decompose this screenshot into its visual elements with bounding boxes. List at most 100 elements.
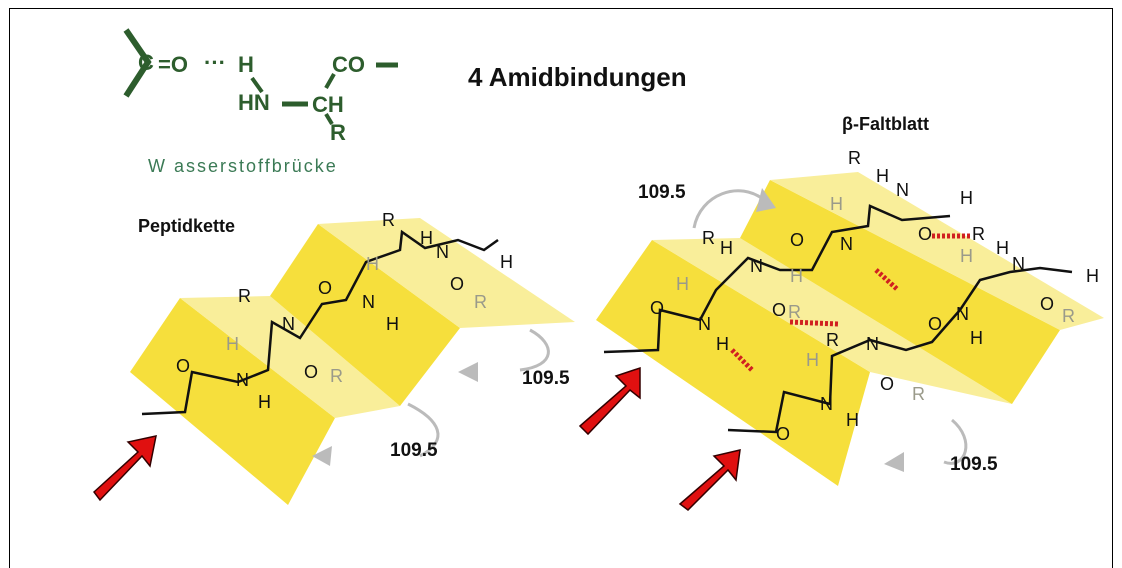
rs-h6: H bbox=[876, 166, 889, 186]
formula-c: C bbox=[138, 50, 154, 75]
hbond-2 bbox=[789, 319, 839, 327]
atom-o3: O bbox=[318, 278, 332, 298]
atom-n: N bbox=[236, 370, 249, 390]
formula-hn: HN bbox=[238, 90, 270, 115]
atom-h-grey: H bbox=[226, 334, 239, 354]
rs-h9: H bbox=[806, 350, 819, 370]
rotation-arrowhead-1 bbox=[312, 446, 332, 466]
carbon-bonds bbox=[123, 28, 152, 98]
rotation-arrowhead-3 bbox=[756, 188, 776, 212]
formula-ch: CH bbox=[312, 92, 344, 117]
rs-o4: O bbox=[918, 224, 932, 244]
rotation-arrowhead-2 bbox=[458, 362, 478, 382]
rs-o6: O bbox=[880, 374, 894, 394]
rs-h10: H bbox=[970, 328, 983, 348]
peptide-chain-label: Peptidkette bbox=[138, 216, 235, 236]
formula-h: H bbox=[238, 52, 254, 77]
arrow-left bbox=[92, 435, 157, 502]
figure-frame bbox=[9, 8, 1113, 568]
angle-label-4: 109.5 bbox=[950, 454, 998, 475]
atom-n4: N bbox=[436, 242, 449, 262]
hydrogen-bridge-label: W asserstoffbrücke bbox=[148, 156, 338, 176]
rs-r2: R bbox=[788, 302, 801, 322]
rs-r1: R bbox=[702, 228, 715, 248]
rs-r4: R bbox=[826, 330, 839, 350]
rs-h7: H bbox=[960, 188, 973, 208]
rs-n5: N bbox=[820, 394, 833, 414]
rs-n7: N bbox=[956, 304, 969, 324]
backbone-right-2 bbox=[727, 266, 1073, 434]
rs-n3: N bbox=[840, 234, 853, 254]
rs-h4: H bbox=[790, 266, 803, 286]
atom-o2: O bbox=[304, 362, 318, 382]
rs-o7: O bbox=[928, 314, 942, 334]
formula-co: CO bbox=[332, 52, 365, 77]
atom-n3: N bbox=[362, 292, 375, 312]
rs-h13: H bbox=[1086, 266, 1099, 286]
rs-o1: O bbox=[650, 298, 664, 318]
beta-sheet-label: β-Faltblatt bbox=[842, 114, 929, 134]
beta-sheet-diagram: O N H R H H N O H R O N R H H N O H O N … bbox=[578, 148, 1104, 511]
atom-r-grey: R bbox=[330, 366, 343, 386]
atom-n2: N bbox=[282, 314, 295, 334]
rotation-arrow-2 bbox=[519, 328, 550, 372]
rs-r3: R bbox=[848, 148, 861, 168]
sheet-plane-1 bbox=[596, 240, 870, 486]
rs-n6: N bbox=[866, 334, 879, 354]
cr-bond bbox=[324, 112, 334, 126]
angle-label-1: 109.5 bbox=[390, 440, 438, 461]
atom-o: O bbox=[176, 356, 190, 376]
sheet-plane-1-side bbox=[652, 238, 1012, 404]
rs-h12: H bbox=[996, 238, 1009, 258]
rs-h11: H bbox=[960, 246, 973, 266]
rotation-arrowhead-4 bbox=[884, 452, 904, 472]
cc-bond bbox=[324, 73, 336, 89]
peptide-chain-diagram: O N H R H N O R O N H R H H N O H R 109.… bbox=[92, 210, 575, 505]
rotation-arrow-1 bbox=[407, 402, 440, 458]
rs-h1: H bbox=[716, 334, 729, 354]
rs-h5: H bbox=[830, 194, 843, 214]
atom-h6: H bbox=[500, 252, 513, 272]
atom-h: H bbox=[258, 392, 271, 412]
atom-r: R bbox=[238, 286, 251, 306]
rs-n8: N bbox=[1012, 254, 1025, 274]
rs-o3: O bbox=[790, 230, 804, 250]
backbone-right-1 bbox=[603, 204, 951, 354]
rs-r6: R bbox=[972, 224, 985, 244]
main-title: 4 Amidbindungen bbox=[468, 62, 687, 92]
rs-n4: N bbox=[896, 180, 909, 200]
atom-o4: O bbox=[450, 274, 464, 294]
backbone-left bbox=[141, 229, 499, 416]
rotation-arrow-3 bbox=[692, 189, 765, 229]
rs-o2: O bbox=[772, 300, 786, 320]
plane-1-side bbox=[180, 296, 400, 418]
atom-r3: R bbox=[474, 292, 487, 312]
rs-h8: H bbox=[846, 410, 859, 430]
rotation-arrow-4 bbox=[943, 418, 968, 465]
arrow-right-2 bbox=[678, 449, 741, 511]
nh-bond bbox=[250, 76, 264, 94]
rs-r7: R bbox=[1062, 306, 1075, 326]
rs-h3: H bbox=[720, 238, 733, 258]
hbond-formula: C =O ··· H HN CH CO R W asserstoffbrücke bbox=[123, 28, 398, 176]
atom-h4: H bbox=[366, 254, 379, 274]
plane-2 bbox=[270, 224, 460, 406]
rs-n1: N bbox=[698, 314, 711, 334]
plane-1 bbox=[130, 298, 335, 505]
atom-r2: R bbox=[382, 210, 395, 230]
formula-o: =O bbox=[158, 52, 188, 77]
formula-r: R bbox=[330, 120, 346, 145]
rs-h2: H bbox=[676, 274, 689, 294]
sheet-plane-2-side bbox=[770, 172, 1104, 330]
angle-label-3: 109.5 bbox=[638, 182, 686, 203]
rs-r5: R bbox=[912, 384, 925, 404]
atom-h5: H bbox=[420, 228, 433, 248]
rs-o8: O bbox=[1040, 294, 1054, 314]
atom-h3: H bbox=[386, 314, 399, 334]
rs-n2: N bbox=[750, 256, 763, 276]
arrow-right-1 bbox=[578, 366, 641, 436]
angle-label-2: 109.5 bbox=[522, 368, 570, 389]
rs-o5: O bbox=[776, 424, 790, 444]
sheet-plane-2 bbox=[740, 180, 1060, 404]
